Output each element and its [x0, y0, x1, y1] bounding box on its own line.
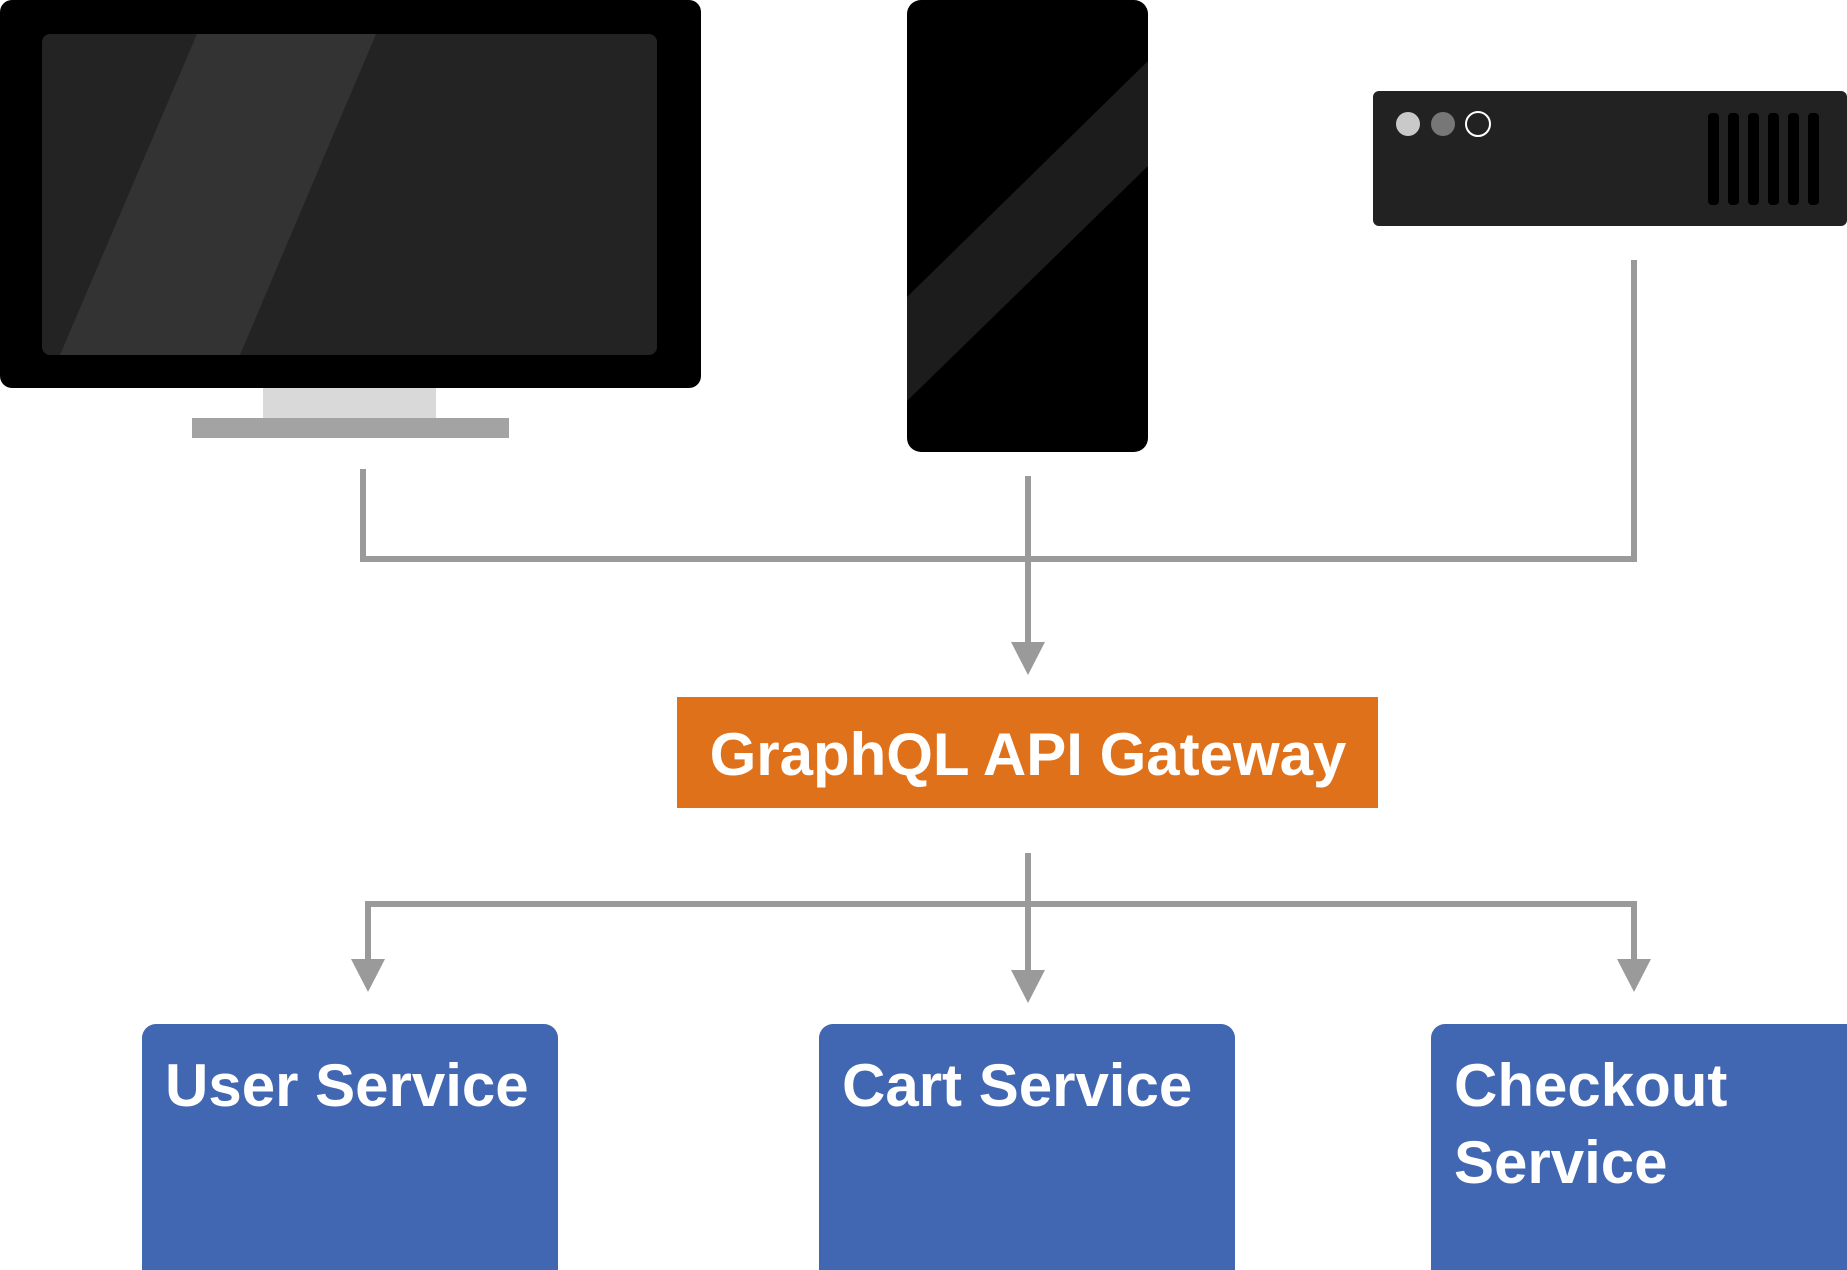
desktop-monitor-icon: [0, 0, 701, 438]
gateway-label: GraphQL API Gateway: [710, 721, 1347, 788]
arrowhead-user-service-icon: [351, 959, 385, 992]
user-service-box: User Service: [142, 1024, 558, 1270]
arrowhead-gateway-icon: [1011, 642, 1045, 675]
arrowhead-checkout-service-icon: [1617, 959, 1651, 992]
cart-service-box: Cart Service: [819, 1024, 1235, 1270]
client-connectors: [360, 260, 1637, 642]
user-service-label: User Service: [165, 1052, 529, 1119]
checkout-service-label-line1: Checkout: [1454, 1052, 1727, 1119]
connector-server: [1028, 260, 1637, 562]
checkout-service-box: Checkout Service: [1431, 1024, 1847, 1270]
arrowhead-cart-service-icon: [1011, 970, 1045, 1003]
connector-desktop: [360, 469, 1028, 562]
cart-service-label: Cart Service: [842, 1052, 1192, 1119]
service-connectors: [365, 853, 1637, 970]
mobile-phone-icon: [907, 0, 1148, 452]
checkout-service-label-line2: Service: [1454, 1129, 1668, 1196]
gateway-box: GraphQL API Gateway: [677, 697, 1378, 808]
server-rack-icon: [1373, 91, 1847, 226]
